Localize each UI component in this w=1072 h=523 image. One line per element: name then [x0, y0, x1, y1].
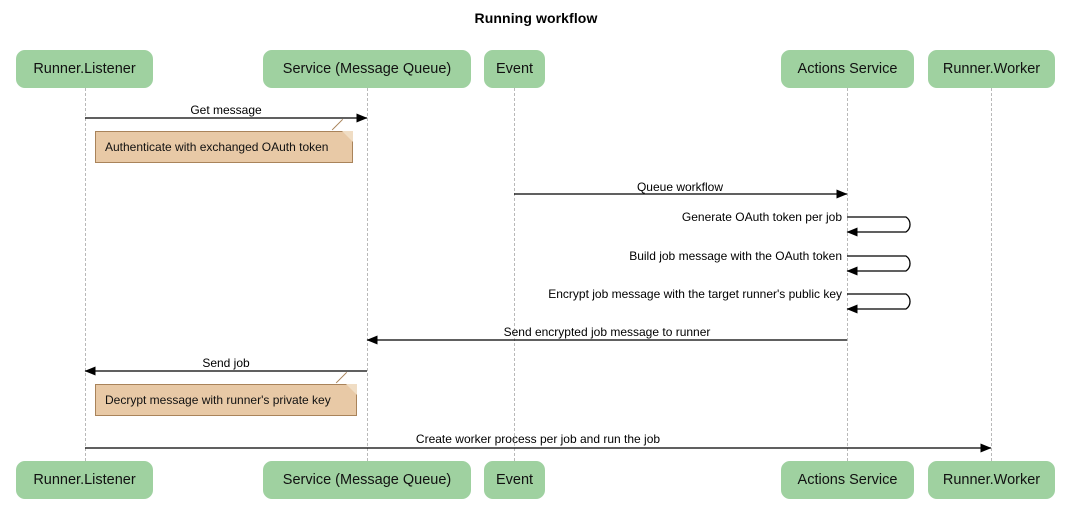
message-label-get-message: Get message [190, 103, 262, 117]
participant-runner-worker-bottom[interactable]: Runner.Worker [928, 461, 1055, 499]
participant-label: Actions Service [797, 61, 898, 77]
participant-label: Actions Service [797, 472, 898, 488]
note-text: Decrypt message with runner's private ke… [105, 393, 331, 407]
message-label-create-worker-process-per-job-and-run-the-job: Create worker process per job and run th… [415, 432, 661, 446]
participant-label: Service (Message Queue) [282, 472, 452, 488]
note-text: Authenticate with exchanged OAuth token [105, 140, 329, 154]
participant-label: Event [495, 61, 534, 77]
participant-runner-listener-top[interactable]: Runner.Listener [16, 50, 153, 88]
lifeline-service-message-queue [367, 88, 368, 461]
participant-label: Runner.Worker [942, 472, 1041, 488]
message-label-build-job-message-with-the-oauth-token: Build job message with the OAuth token [629, 249, 842, 263]
arrow-generate-oauth-token-per-job [846, 216, 911, 237]
note-authenticate-with-exchanged-oauth-token: Authenticate with exchanged OAuth token [95, 118, 354, 163]
participant-service-message-queue-top[interactable]: Service (Message Queue) [263, 50, 471, 88]
participant-runner-worker-top[interactable]: Runner.Worker [928, 50, 1055, 88]
participant-label: Runner.Worker [942, 61, 1041, 77]
message-label-send-job: Send job [202, 356, 250, 370]
participant-label: Event [495, 472, 534, 488]
message-label-generate-oauth-token-per-job: Generate OAuth token per job [681, 210, 842, 224]
participant-label: Service (Message Queue) [282, 61, 452, 77]
message-label-encrypt-job-message-with-the-target-runners-public-key: Encrypt job message with the target runn… [548, 287, 842, 301]
participant-label: Runner.Listener [33, 61, 136, 77]
note-fold-icon [342, 131, 353, 142]
lifeline-runner-worker [991, 88, 992, 461]
participant-event-bottom[interactable]: Event [484, 461, 545, 499]
arrow-build-job-message-with-the-oauth-token [846, 255, 911, 276]
participant-label: Runner.Listener [33, 472, 136, 488]
message-label-send-encrypted-job-message-to-runner: Send encrypted job message to runner [503, 325, 711, 339]
page-title: Running workflow [474, 10, 598, 26]
participant-runner-listener-bottom[interactable]: Runner.Listener [16, 461, 153, 499]
lifeline-event [514, 88, 515, 461]
participant-event-top[interactable]: Event [484, 50, 545, 88]
lifeline-runner-listener [85, 88, 86, 461]
arrow-encrypt-job-message-with-the-target-runners-public-key [846, 293, 911, 314]
participant-service-message-queue-bottom[interactable]: Service (Message Queue) [263, 461, 471, 499]
participant-actions-service-top[interactable]: Actions Service [781, 50, 914, 88]
message-label-queue-workflow: Queue workflow [636, 180, 724, 194]
participant-actions-service-bottom[interactable]: Actions Service [781, 461, 914, 499]
note-fold-icon [346, 384, 357, 395]
note-decrypt-message-with-runners-private-key: Decrypt message with runner's private ke… [95, 371, 358, 416]
